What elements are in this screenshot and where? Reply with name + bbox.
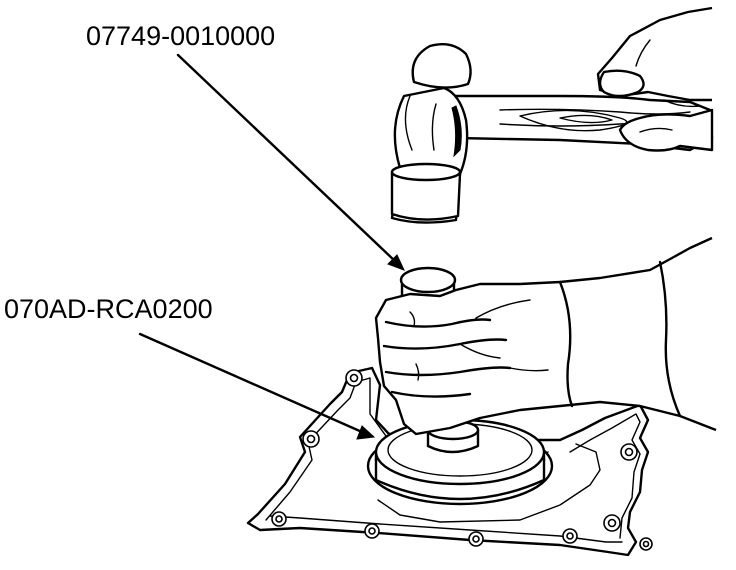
callout-label-oil-seal-driver-attachment: 070AD-RCA0200 <box>4 294 213 324</box>
callout-leader-1 <box>176 53 405 271</box>
right-hand <box>596 6 714 152</box>
left-hand <box>374 236 717 436</box>
callout-label-hammer-driver-handle: 07749-0010000 <box>86 21 276 51</box>
callout-leader-2 <box>138 332 376 440</box>
oil-seal-driver-attachment <box>366 418 554 506</box>
